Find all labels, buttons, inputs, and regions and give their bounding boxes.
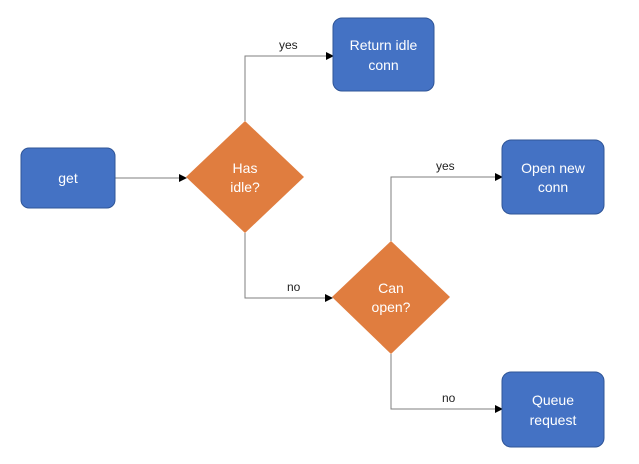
- node-queue-request-label-line-2: request: [530, 412, 577, 428]
- connector-has-idle-yes: [244, 52, 334, 121]
- node-can-open: Can open?: [332, 241, 450, 354]
- edge-label-has-idle-no: no: [287, 280, 301, 294]
- node-has-idle-label-line-2: idle?: [230, 179, 260, 195]
- connector-can-open-yes: [390, 173, 503, 241]
- edge-label-can-open-yes: yes: [436, 159, 455, 173]
- node-has-idle-label-line-1: Has: [233, 160, 258, 176]
- edge-label-can-open-no: no: [442, 391, 456, 405]
- node-return-idle-conn: Return idle conn: [332, 17, 435, 92]
- node-queue-request-label-line-1: Queue: [532, 392, 574, 408]
- node-can-open-label-line-2: open?: [372, 299, 411, 315]
- connectors: [115, 52, 503, 413]
- connector-has-idle-no: [244, 233, 333, 302]
- node-has-idle: Has idle?: [186, 121, 304, 233]
- node-open-new-label-line-2: conn: [538, 179, 568, 195]
- node-open-new-conn: Open new conn: [501, 139, 605, 215]
- node-queue-request: Queue request: [501, 371, 605, 448]
- node-get: get: [20, 147, 116, 209]
- node-open-new-label-line-1: Open new: [521, 160, 586, 176]
- node-can-open-label-line-1: Can: [378, 280, 404, 296]
- connector-can-open-no: [390, 354, 503, 413]
- node-return-idle-label-line-2: conn: [368, 57, 398, 73]
- node-return-idle-label-line-1: Return idle: [350, 37, 418, 53]
- node-get-label: get: [58, 170, 78, 186]
- edge-label-has-idle-yes: yes: [279, 38, 298, 52]
